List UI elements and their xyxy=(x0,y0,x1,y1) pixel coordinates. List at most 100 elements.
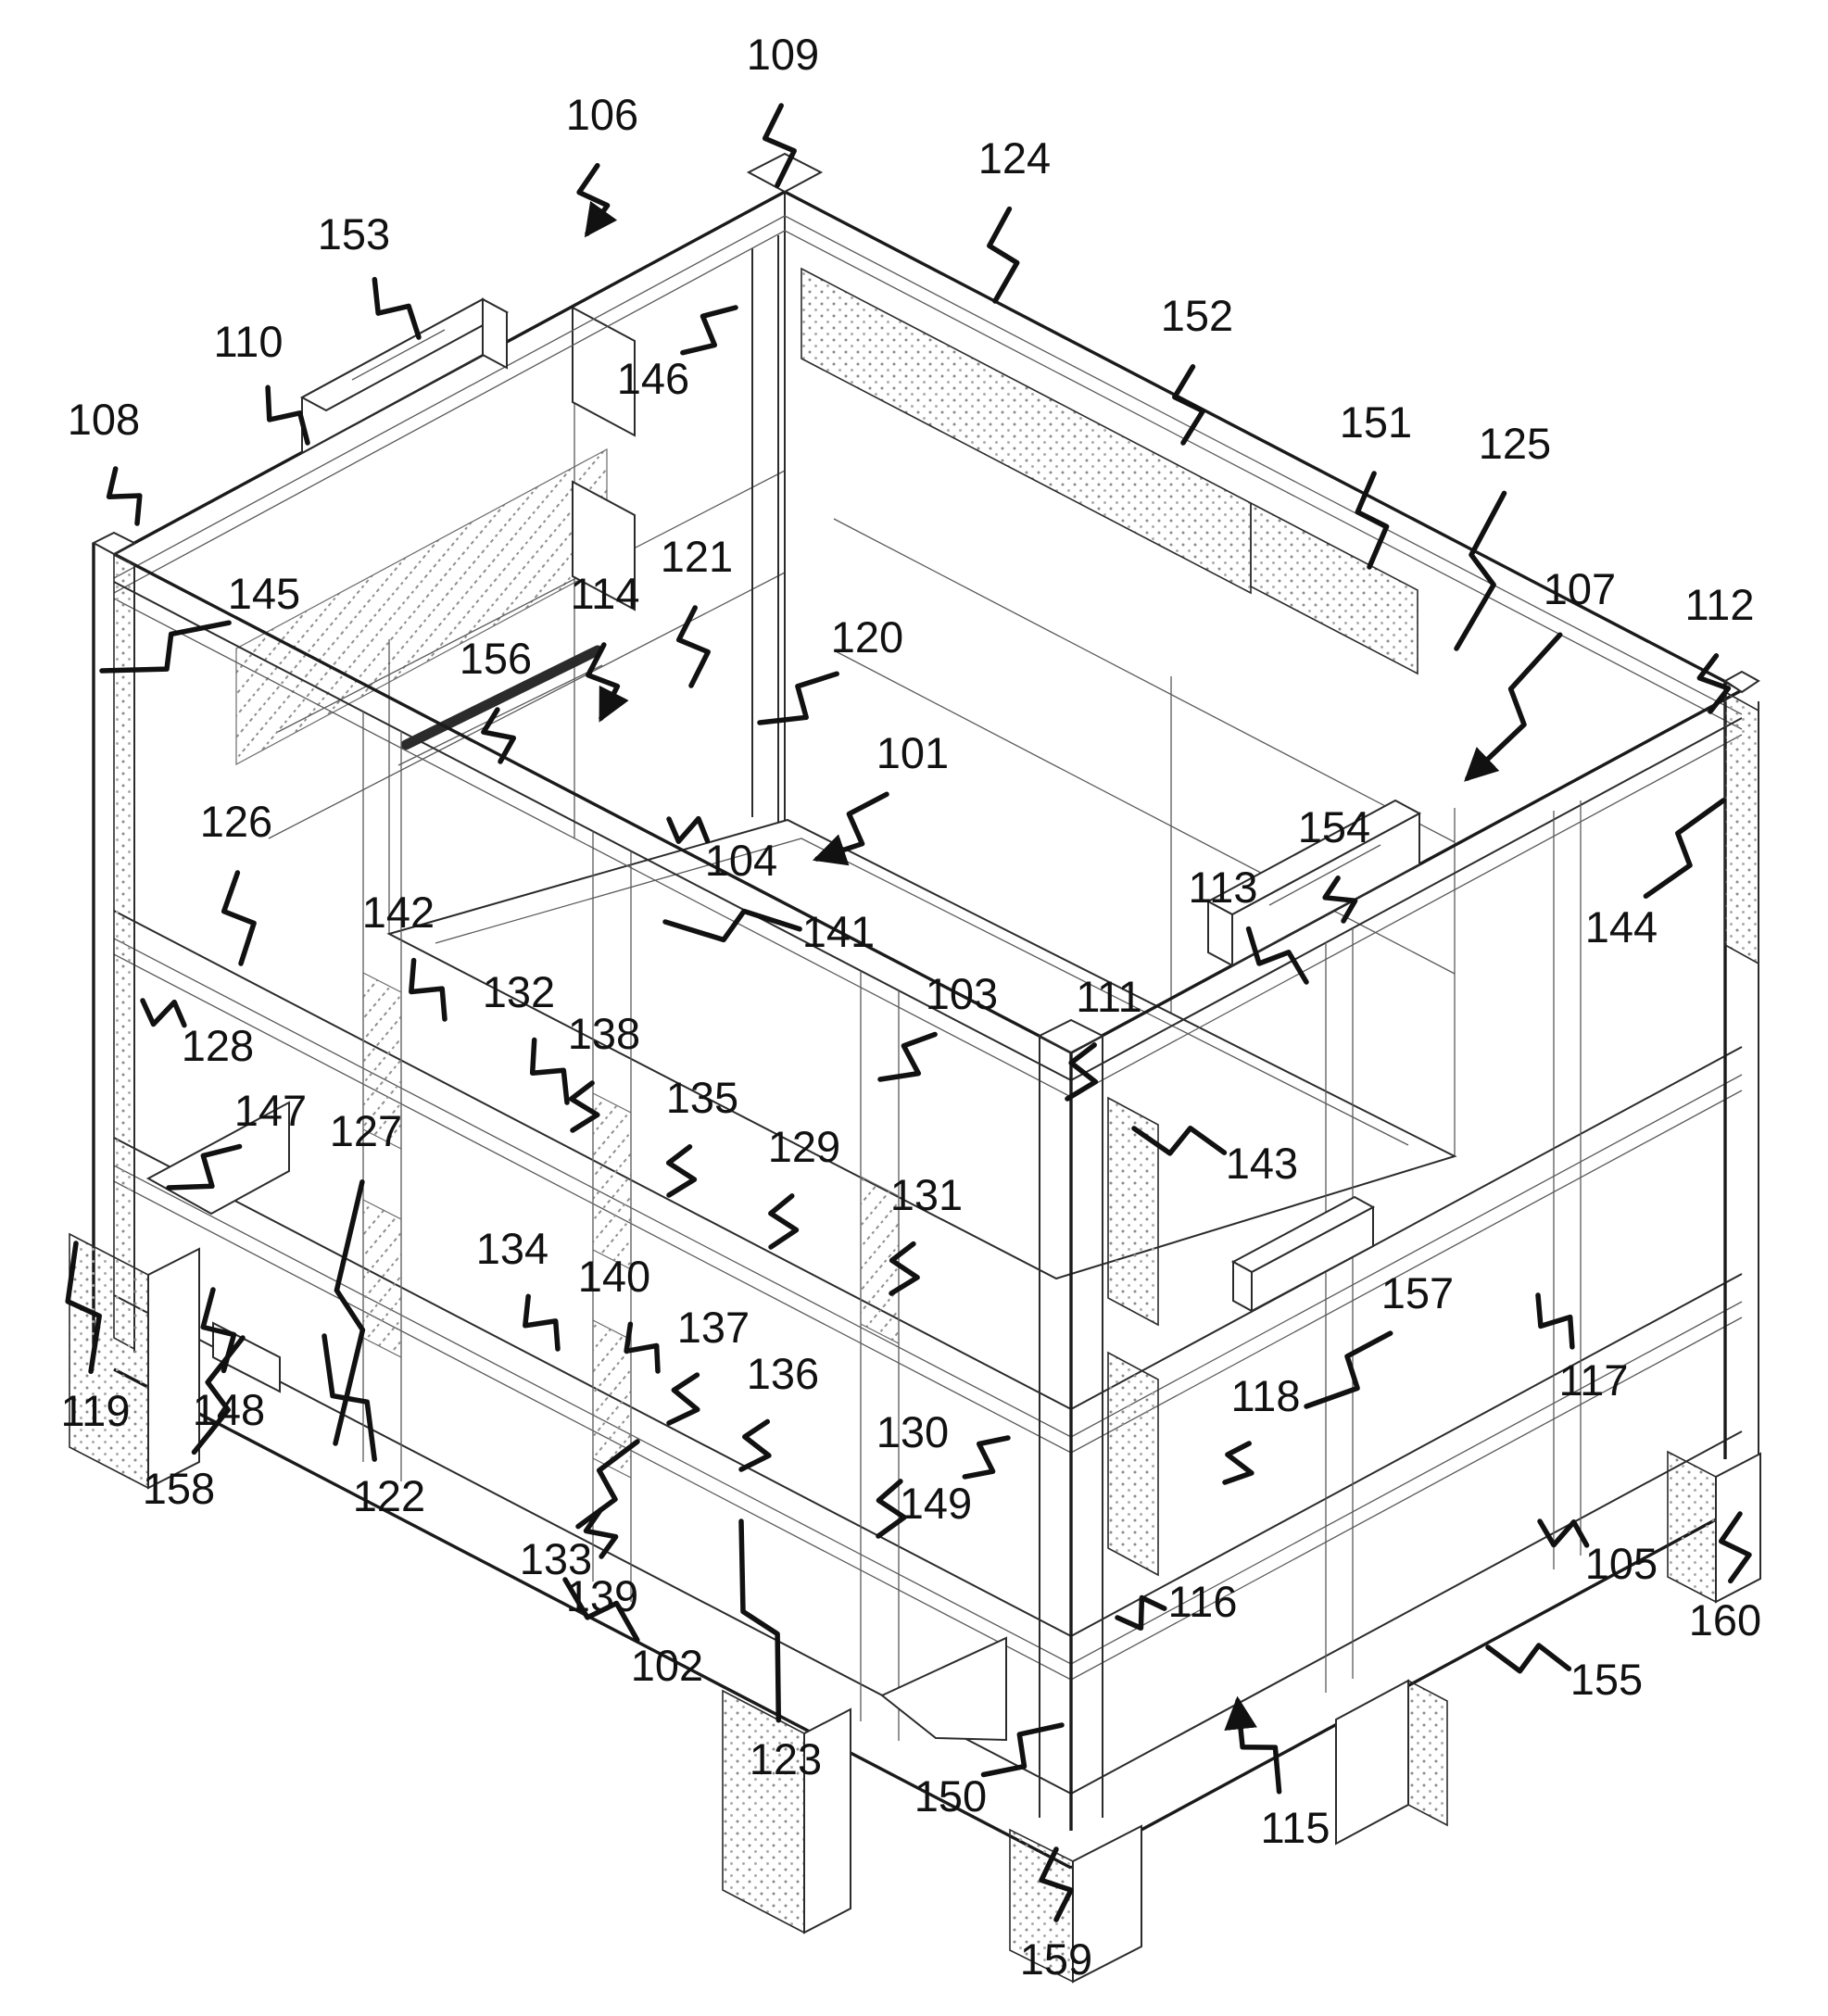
leader-line-115 xyxy=(1224,1695,1282,1795)
ref-labels: 1011021031041051061071081091101111121131… xyxy=(61,30,1762,1984)
ref-label-155: 155 xyxy=(1485,1643,1643,1704)
foot-right-corner xyxy=(1667,1450,1717,1604)
ref-label-143: 143 xyxy=(1131,1125,1298,1188)
ref-number-137: 137 xyxy=(677,1303,750,1352)
leader-line-116 xyxy=(1115,1594,1167,1632)
ref-label-156: 156 xyxy=(460,634,532,764)
ref-label-121: 121 xyxy=(661,532,733,688)
leader-line-117 xyxy=(1535,1292,1575,1350)
leader-line-121 xyxy=(675,605,711,688)
leader-line-131 xyxy=(889,1241,920,1296)
ref-label-159: 159 xyxy=(1020,1846,1092,1984)
cross-bar xyxy=(400,645,603,750)
ref-label-108: 108 xyxy=(68,395,143,526)
leader-line-159 xyxy=(1039,1846,1074,1922)
ref-number-142: 142 xyxy=(362,888,435,937)
ref-number-109: 109 xyxy=(747,30,819,79)
ref-number-106: 106 xyxy=(566,90,638,139)
ref-number-122: 122 xyxy=(353,1471,425,1520)
ref-label-117: 117 xyxy=(1535,1292,1628,1405)
ref-label-112: 112 xyxy=(1685,580,1754,714)
ref-label-136: 136 xyxy=(738,1349,819,1472)
ref-label-107: 107 xyxy=(1464,564,1616,782)
ref-label-124: 124 xyxy=(978,133,1051,304)
ref-label-115: 115 xyxy=(1224,1695,1330,1852)
leader-line-137 xyxy=(666,1372,700,1426)
ref-number-130: 130 xyxy=(876,1407,949,1456)
ref-number-146: 146 xyxy=(617,354,689,403)
ref-number-118: 118 xyxy=(1231,1371,1301,1420)
ref-number-139: 139 xyxy=(566,1571,638,1620)
leader-line-140 xyxy=(624,1321,661,1374)
ref-label-152: 152 xyxy=(1161,291,1233,446)
leader-line-156 xyxy=(481,707,517,764)
leader-line-153 xyxy=(372,276,422,340)
ref-label-104: 104 xyxy=(666,815,777,885)
foot-left-corner xyxy=(69,1232,149,1490)
ref-label-158: 158 xyxy=(143,1335,246,1513)
ref-label-129: 129 xyxy=(768,1122,840,1250)
leader-line-132 xyxy=(529,1037,570,1105)
leader-line-107 xyxy=(1464,632,1563,782)
ref-number-129: 129 xyxy=(768,1122,840,1171)
ref-number-105: 105 xyxy=(1585,1539,1658,1588)
ref-number-116: 116 xyxy=(1168,1577,1238,1626)
ref-label-131: 131 xyxy=(889,1170,963,1296)
ref-label-123: 123 xyxy=(738,1518,822,1783)
ref-label-137: 137 xyxy=(666,1303,750,1426)
corner-gusset-front xyxy=(880,1636,1007,1742)
leader-line-151 xyxy=(1355,471,1390,570)
leader-line-103 xyxy=(877,1031,938,1082)
ref-label-157: 157 xyxy=(1304,1268,1454,1409)
leader-line-125 xyxy=(1454,490,1507,651)
leader-line-143 xyxy=(1131,1125,1228,1156)
front-post-cap xyxy=(1037,1018,1105,1054)
ref-label-132: 132 xyxy=(483,967,570,1105)
dotted-band-upper xyxy=(801,267,1252,595)
ref-label-142: 142 xyxy=(362,888,448,1022)
ref-label-135: 135 xyxy=(666,1073,738,1198)
leader-line-108 xyxy=(106,466,143,526)
ref-number-154: 154 xyxy=(1298,802,1370,851)
leader-line-154 xyxy=(1322,876,1358,924)
ref-number-134: 134 xyxy=(476,1224,548,1273)
leader-line-112 xyxy=(1696,653,1732,714)
ref-number-125: 125 xyxy=(1479,419,1551,468)
ref-label-110: 110 xyxy=(214,317,310,446)
leader-line-129 xyxy=(768,1193,800,1250)
ref-label-122: 122 xyxy=(321,1333,425,1520)
ref-label-153: 153 xyxy=(318,209,422,340)
leader-line-145 xyxy=(99,620,232,674)
ref-number-145: 145 xyxy=(228,569,300,618)
leader-line-150 xyxy=(980,1722,1065,1778)
ref-number-111: 111 xyxy=(1076,972,1141,1021)
leader-line-102 xyxy=(562,1577,640,1643)
leader-line-126 xyxy=(221,870,257,966)
ref-label-126: 126 xyxy=(200,797,272,966)
leader-line-158 xyxy=(191,1335,246,1455)
ref-number-126: 126 xyxy=(200,797,272,846)
ref-label-113: 113 xyxy=(1189,863,1309,985)
ref-number-147: 147 xyxy=(234,1086,307,1135)
ref-number-123: 123 xyxy=(750,1734,822,1783)
ref-number-140: 140 xyxy=(578,1252,650,1301)
ref-number-101: 101 xyxy=(876,728,949,777)
leader-line-134 xyxy=(523,1293,561,1352)
floor-surface xyxy=(386,818,1457,1280)
ref-number-115: 115 xyxy=(1261,1803,1330,1852)
leader-line-146 xyxy=(680,305,738,356)
ref-number-128: 128 xyxy=(182,1021,254,1070)
ref-number-143: 143 xyxy=(1226,1139,1298,1188)
ref-label-146: 146 xyxy=(617,305,738,403)
ref-label-102: 102 xyxy=(562,1577,703,1690)
leader-line-119 xyxy=(65,1241,102,1375)
leader-line-160 xyxy=(1718,1511,1752,1584)
handles xyxy=(299,297,1422,1313)
ref-label-138: 138 xyxy=(568,1009,640,1133)
leader-line-157 xyxy=(1304,1330,1393,1409)
ref-number-120: 120 xyxy=(831,612,903,662)
leader-line-104 xyxy=(666,815,711,844)
leader-line-105 xyxy=(1537,1518,1590,1548)
ref-label-106: 106 xyxy=(566,90,638,238)
